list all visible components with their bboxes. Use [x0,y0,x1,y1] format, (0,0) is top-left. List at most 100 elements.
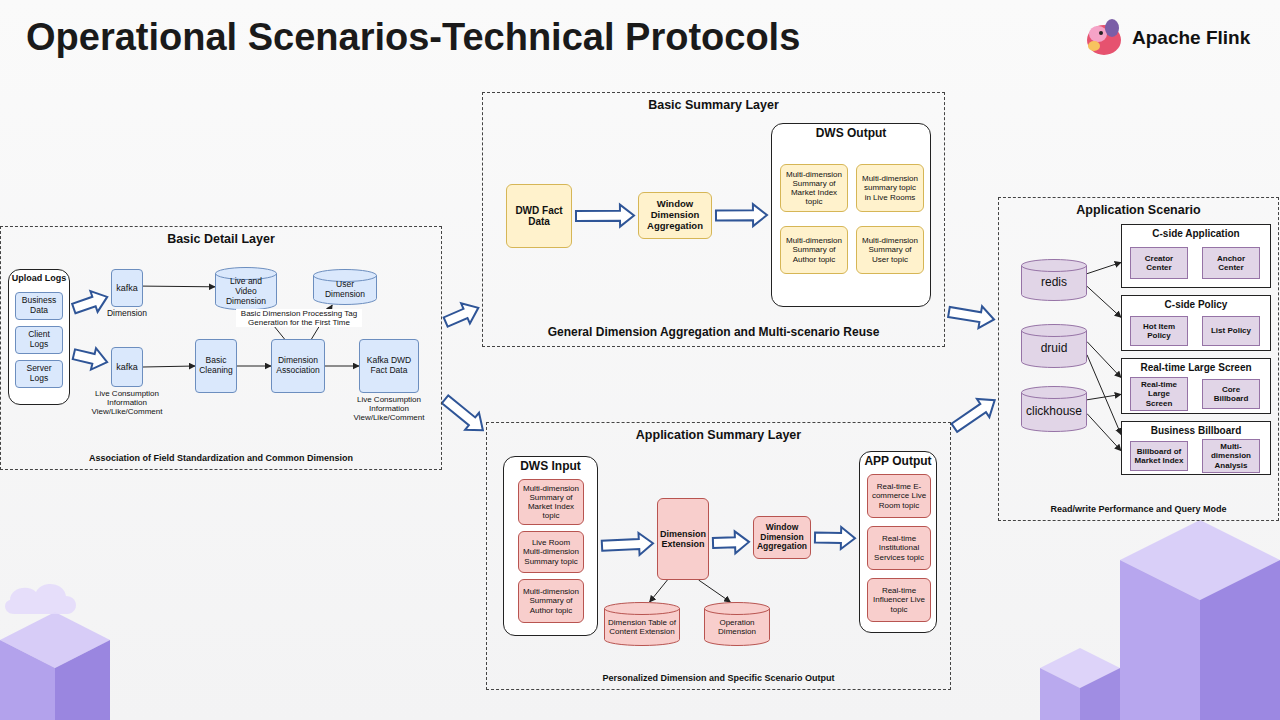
process-box: Dimension Extension [657,498,709,580]
flow-arrow [143,366,195,367]
decoration-shape [5,584,76,614]
group-heading: DWS Output [774,127,928,141]
scenario-box: Anchor Center [1202,247,1260,279]
process-box: Dimension Association [271,339,325,393]
topic-box: Multi-dimension Summary of User topic [856,226,924,274]
box-label: DWD Fact Data [510,205,568,228]
group-heading: C-side Policy [1124,299,1268,311]
layer-panel: Application ScenarioRead/write Performan… [998,197,1279,521]
box-label: Basic Cleaning [199,356,233,376]
topic-box: Real-time Institutional Services topic [867,526,931,570]
panel-heading: Application Scenario [1001,203,1276,217]
group-heading: Business Billboard [1124,425,1268,437]
flow-arrow [143,286,215,288]
database-cylinder: User Dimension [313,269,377,305]
cubes-right [1040,520,1280,720]
decoration-shape [55,640,110,720]
flow-arrow [699,580,731,602]
box-label: redis [1041,276,1067,290]
flow-arrow [325,366,359,367]
block-arrow [713,531,749,553]
block-arrow [442,395,483,430]
box-label: Real-time Influencer Live topic [871,586,927,614]
block-arrow [951,399,994,432]
block-arrow [815,527,855,549]
cylinder-body [216,268,277,310]
block-arrow [716,204,767,226]
box-label: List Policy [1211,326,1251,335]
topic-box: Multi-dimension Summary of Author topic [780,226,848,274]
cylinder-rim [1022,331,1087,337]
flow-arrow [1087,355,1121,435]
box-label: Multi-dimension Summary of User topic [860,236,920,264]
box-label: Creator Center [1134,254,1184,272]
box-label: User Dimension [316,280,374,300]
box-caption: Dimension [79,309,175,319]
panel-caption: Read/write Performance and Query Mode [1001,504,1276,514]
layer-panel: Basic Detail LayerAssociation of Field S… [0,226,442,470]
database-cylinder: redis [1021,259,1087,301]
scenario-box: Real-time Large Screen [1130,377,1188,411]
output-group: APP OutputReal-time E-commerce Live Room… [859,451,937,633]
layer-panel: Application Summary LayerPersonalized Di… [486,422,951,690]
box-label: Billboard of Market Index [1134,447,1184,465]
box-label: Window Dimension Aggregation [642,199,708,232]
scenario-group: Business BillboardBillboard of Market In… [1121,421,1271,475]
flink-logo [1087,19,1121,55]
box-label: druid [1041,342,1068,356]
decoration-shape [1040,668,1080,720]
cylinder-body [1022,260,1087,301]
scenario-box: Hot Item Policy [1130,316,1188,346]
flow-arrow [237,366,271,367]
database-cylinder: druid [1021,324,1087,368]
queue-box: kafkaDimension [111,269,143,307]
box-label: Real-time Institutional Services topic [871,534,927,562]
scenario-group: Real-time Large ScreenReal-time Large Sc… [1121,358,1271,414]
topic-box: Real-time E-commerce Live Room topic [867,474,931,518]
block-arrow [72,291,107,313]
box-label: Multi-dimension summary topic in Live Ro… [860,174,920,202]
cylinder-body [1022,325,1087,368]
decoration-shape [1200,560,1280,720]
box-label: Live and Video Dimension [218,277,274,306]
database-cylinder: clickhouse [1021,386,1087,432]
log-box: Business Data [15,292,63,320]
box-label: Real-time Large Screen [1134,380,1184,408]
box-label: Client Logs [19,330,59,350]
box-caption: Live Consumption Information View/Like/C… [341,395,437,423]
scenario-box: Billboard of Market Index [1130,441,1188,471]
box-label: clickhouse [1026,405,1082,419]
process-box: Window Dimension Aggregation [753,516,811,559]
box-label: Server Logs [19,364,59,384]
decoration-shape [1120,560,1200,720]
topic-box: Multi-dimension Summary of Market Index … [518,479,584,525]
cylinder-rim [1022,266,1087,272]
group-heading: Upload Logs [11,273,67,283]
cylinder-rim [605,609,680,615]
flow-arrow [1087,262,1121,273]
box-label: Business Data [19,296,59,316]
topic-box: Live Room Multi-dimension Summary topic [518,531,584,573]
cylinder-rim [705,609,770,615]
box-label: Anchor Center [1206,254,1256,272]
topic-box: Multi-dimension summary topic in Live Ro… [856,164,924,212]
panel-caption: Personalized Dimension and Specific Scen… [489,673,948,683]
decoration-shape [1105,19,1119,37]
decoration-shape [1088,41,1100,51]
group-heading: DWS Input [506,460,595,474]
panel-heading: Application Summary Layer [489,428,948,442]
group-heading: C-side Application [1124,228,1268,240]
cubes-left [0,584,110,720]
block-arrow [73,348,107,369]
decoration-shape [1089,26,1107,42]
group-heading: Real-time Large Screen [1124,362,1268,374]
box-label: Real-time E-commerce Live Room topic [871,482,927,510]
scenario-box: Creator Center [1130,247,1188,279]
cylinder-rim [1022,393,1087,399]
box-label: kafka [116,283,138,293]
box-label: Core Billboard [1206,385,1256,403]
scenario-group: C-side PolicyHot Item Policy List Policy [1121,295,1271,351]
scenario-group: C-side ApplicationCreator Center Anchor C… [1121,224,1271,288]
panel-caption: Association of Field Standardization and… [3,453,439,463]
